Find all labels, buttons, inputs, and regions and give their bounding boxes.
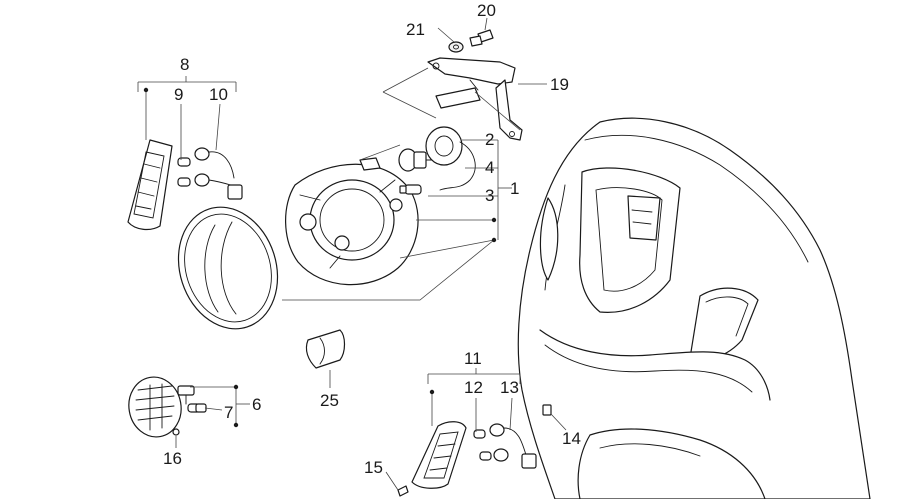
callout-12: 12: [464, 378, 483, 397]
clip: [305, 329, 346, 369]
callout-2: 2: [485, 130, 494, 149]
rubber-cap: [425, 126, 476, 191]
right-turn-signal: [397, 404, 552, 497]
headlight-bracket: [427, 57, 523, 141]
callout-25: 25: [320, 391, 339, 410]
washer: [448, 41, 464, 53]
callout-16: 16: [163, 449, 182, 468]
leader-dots: [143, 87, 497, 428]
callout-4: 4: [485, 158, 494, 177]
bolt: [469, 29, 494, 47]
callout-20: 20: [477, 1, 496, 20]
callout-6: 6: [252, 395, 261, 414]
callout-10: 10: [209, 85, 228, 104]
callout-14: 14: [562, 429, 581, 448]
callout-9: 9: [174, 85, 183, 104]
main-bulb: [398, 148, 437, 172]
headlight-lens: [177, 206, 279, 330]
callout-21: 21: [406, 20, 425, 39]
headlight-housing: [285, 157, 419, 286]
parking-bulb: [399, 184, 422, 195]
left-turn-signal: [127, 139, 243, 231]
callout-7: 7: [224, 403, 233, 422]
lower-light: [128, 376, 207, 438]
callout-1: 1: [510, 179, 519, 198]
callout-labels: 20 21 19 2 4 3 1 8 9 10 6 7 16 25 11 12 …: [163, 1, 581, 477]
callout-13: 13: [500, 378, 519, 397]
front-shield: [517, 117, 871, 499]
callout-8: 8: [180, 55, 189, 74]
callout-15: 15: [364, 458, 383, 477]
callout-11: 11: [464, 349, 482, 368]
callout-3: 3: [485, 186, 494, 205]
callout-19: 19: [550, 75, 569, 94]
leader-lines: [137, 17, 567, 491]
